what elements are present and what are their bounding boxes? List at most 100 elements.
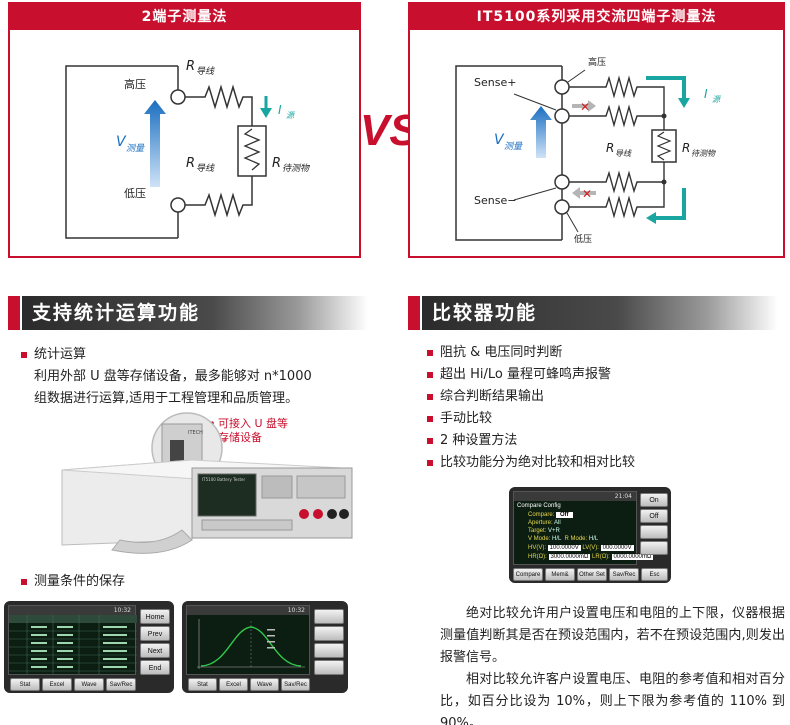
- terminal-red-2: [313, 509, 323, 519]
- statistics-desc-line2: 组数据进行运算,适用于工程管理和品质管理。: [34, 391, 299, 406]
- zoom-brand: ITECH: [188, 430, 203, 436]
- low-voltage-label: 低压: [124, 187, 146, 200]
- wave-side-button-4[interactable]: [314, 660, 344, 675]
- compare-on-button[interactable]: On: [640, 493, 668, 507]
- i-source-sub: 源: [286, 111, 296, 120]
- usb-callout-line1: 可接入 U 盘等: [218, 417, 289, 430]
- low-terminal: [170, 197, 186, 213]
- hv-label: HV(V):: [528, 545, 546, 551]
- bullet-statistics: 统计运算: [20, 345, 86, 365]
- lr-label: LR(Ω):: [592, 554, 610, 560]
- dut-resistor: [237, 125, 267, 177]
- current-arrow-in: [678, 98, 690, 108]
- r-dut-label: R: [272, 156, 281, 171]
- usb-port: [170, 440, 184, 464]
- compare-side-button-4[interactable]: [640, 541, 668, 555]
- compare-config-screen: 21:04 Compare Config Compare: Off Apertu…: [509, 487, 671, 583]
- compare-time: 21:04: [514, 492, 636, 501]
- target-value[interactable]: V+R: [548, 528, 560, 534]
- current-arrow-out: [646, 212, 656, 224]
- sense-plus-label: Sense+: [474, 76, 516, 89]
- compare-value[interactable]: Off: [556, 512, 573, 518]
- blocked-arrow-top: [572, 100, 596, 112]
- r-dut-label: R: [682, 141, 690, 155]
- wave-side-button-2[interactable]: [314, 626, 344, 641]
- high-voltage-label: 高压: [588, 56, 606, 68]
- low-voltage-label: 低压: [574, 233, 592, 245]
- lr-field[interactable]: 0000.0000mΩ: [611, 554, 654, 560]
- terminal-black-1: [327, 509, 337, 519]
- stat2-stat-button[interactable]: Stat: [188, 678, 217, 691]
- i-source-sub: 源: [712, 95, 722, 104]
- other-set-button[interactable]: Other Set: [577, 568, 607, 581]
- force-high-terminal: [554, 79, 570, 95]
- force-low-terminal: [554, 199, 570, 215]
- stat2-savrec-button[interactable]: Sav/Rec: [281, 678, 310, 691]
- end-button[interactable]: End: [140, 660, 170, 675]
- comparator-bullet-4: 手动比较: [426, 409, 492, 429]
- usb-callout-line2: 存储设备: [218, 431, 262, 444]
- high-terminal: [170, 89, 186, 105]
- mem-button[interactable]: Mem&: [545, 568, 575, 581]
- relative-compare-paragraph: 相对比较允许客户设置电压、电阻的参考值和相对百分比，如百分比设为 10%，则上下…: [440, 672, 785, 725]
- statistics-desc-line1: 利用外部 U 盘等存储设备，最多能够对 n*1000: [34, 369, 312, 384]
- r-lead-top-label: R: [186, 59, 195, 74]
- compare-config-title: Compare Config: [517, 503, 561, 509]
- dut-resistor: [651, 129, 677, 163]
- stat1-stat-button[interactable]: Stat: [10, 678, 40, 691]
- next-button[interactable]: Next: [140, 643, 170, 658]
- usb-callout: 可接入 U 盘等 存储设备: [209, 417, 289, 445]
- wave-side-button-1[interactable]: [314, 609, 344, 624]
- aperture-label: Aperture:: [528, 520, 553, 526]
- sense-minus-label: Sense−: [474, 194, 516, 207]
- compare-off-button[interactable]: Off: [640, 509, 668, 523]
- battery-tester-device: ITECH IT5100 Battery Tester: [61, 412, 353, 554]
- comparator-section-title: 比较器功能: [422, 296, 778, 330]
- four-terminal-diagram: ✕ ✕ Sense+ Sense− 高压 低压 V 测量 R 导线 R 待测物 …: [455, 56, 722, 245]
- absolute-compare-paragraph: 绝对比较允许用户设置电压和电阻的上下限，仪器根据测量值判断其是否在预设范围内，若…: [440, 606, 785, 665]
- device-screen: [197, 473, 257, 517]
- compare-side-button-3[interactable]: [640, 525, 668, 539]
- hv-field[interactable]: 100.0000V: [547, 545, 581, 551]
- stat1-savrec-button[interactable]: Sav/Rec: [106, 678, 136, 691]
- sense-high-terminal: [554, 108, 570, 124]
- esc-button[interactable]: Esc: [641, 568, 668, 581]
- compare-tab-button[interactable]: Compare: [513, 568, 543, 581]
- stat2-wave-button[interactable]: Wave: [250, 678, 279, 691]
- aperture-value[interactable]: All: [554, 520, 561, 526]
- compare-label: Compare:: [528, 512, 555, 518]
- v-measure-sub: 测量: [126, 143, 145, 154]
- device-model: IT5100 Battery Tester: [202, 477, 245, 482]
- compare-config-display: 21:04 Compare Config Compare: Off Apertu…: [513, 491, 654, 565]
- lead-resistor-top: [185, 84, 253, 126]
- stat-table-display: 10:32: [8, 605, 137, 675]
- statistics-table-screen: 10:32 Home Prev Next End Stat Excel Wav: [4, 601, 174, 693]
- high-voltage-label: 高压: [124, 77, 146, 91]
- compare-savrec-button[interactable]: Sav/Rec: [609, 568, 639, 581]
- stat2-excel-button[interactable]: Excel: [219, 678, 248, 691]
- v-measure-label: V: [494, 132, 505, 148]
- instrument-box: [455, 65, 562, 241]
- lv-field[interactable]: 000.0000V: [600, 545, 634, 551]
- comparator-bullet-1: 阻抗 & 电压同时判断: [426, 343, 562, 363]
- wave-side-button-3[interactable]: [314, 643, 344, 658]
- stat-wave-display: 10:32: [186, 605, 310, 675]
- current-arrow: [260, 108, 272, 118]
- statistics-wave-screen: 10:32 Stat Excel Wave Sav/Rec: [182, 601, 348, 693]
- vmode-value[interactable]: H/L: [552, 536, 562, 542]
- stat1-wave-button[interactable]: Wave: [74, 678, 104, 691]
- blocked-arrow-bottom: [572, 187, 596, 199]
- voltage-arrow: [530, 106, 552, 158]
- r-lead-label: R: [606, 141, 614, 155]
- comparator-section-header: 比较器功能: [408, 296, 778, 330]
- two-terminal-panel: 2端子测量法 高压 低压 V 测量 R 导线 R 导线: [8, 2, 361, 258]
- statistics-section-title: 支持统计运算功能: [22, 296, 368, 330]
- two-terminal-title: 2端子测量法: [10, 4, 359, 30]
- hr-field[interactable]: 3000.0000mΩ: [548, 554, 591, 560]
- v-measure-sub: 测量: [504, 141, 523, 152]
- prev-button[interactable]: Prev: [140, 626, 170, 641]
- stat1-excel-button[interactable]: Excel: [42, 678, 72, 691]
- r-lead-sub: 导线: [615, 149, 632, 158]
- rmode-value[interactable]: H/L: [588, 536, 599, 542]
- home-button[interactable]: Home: [140, 609, 170, 624]
